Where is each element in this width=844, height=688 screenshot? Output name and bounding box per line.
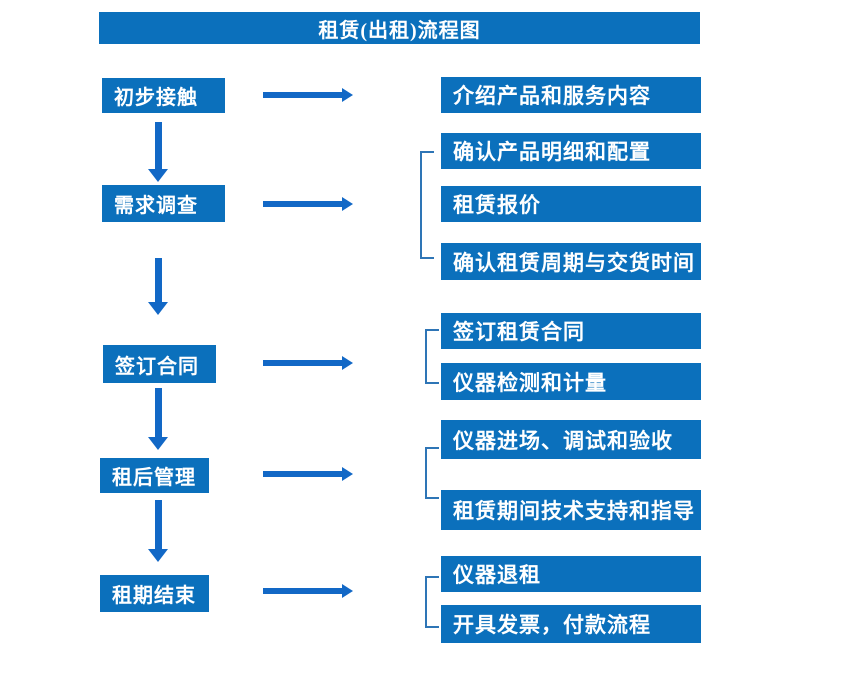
arrow-head	[342, 467, 353, 481]
arrow-head	[148, 437, 168, 450]
step-box-sign-contract: 签订合同	[103, 345, 216, 383]
detail-label: 租赁报价	[453, 193, 541, 217]
right-arrow-icon	[263, 88, 353, 102]
group-bracket	[425, 447, 439, 499]
detail-box-instrument-return: 仪器退租	[441, 556, 701, 592]
arrow-shaft	[263, 588, 342, 594]
detail-label: 租赁期间技术支持和指导	[453, 499, 695, 523]
detail-label: 签订租赁合同	[453, 320, 585, 344]
flowchart-title: 租赁(出租)流程图	[318, 19, 481, 42]
step-label: 需求调查	[114, 195, 198, 217]
right-arrow-icon	[263, 467, 353, 481]
down-arrow-icon	[148, 388, 168, 450]
step-label: 租期结束	[112, 585, 196, 607]
arrow-head	[342, 356, 353, 370]
arrow-head	[148, 549, 168, 562]
arrow-head	[342, 197, 353, 211]
step-box-lease-end: 租期结束	[100, 575, 209, 612]
down-arrow-icon	[148, 258, 168, 315]
arrow-head	[148, 169, 168, 182]
flowchart-title-banner: 租赁(出租)流程图	[99, 12, 700, 44]
detail-box-introduce-products: 介绍产品和服务内容	[441, 77, 701, 113]
step-label: 初步接触	[114, 87, 198, 109]
detail-label: 确认产品明细和配置	[453, 140, 651, 164]
arrow-shaft	[154, 258, 162, 302]
arrow-head	[342, 88, 353, 102]
detail-label: 仪器进场、调试和验收	[453, 428, 673, 453]
group-bracket	[425, 329, 439, 384]
step-label: 租后管理	[112, 467, 196, 489]
group-bracket	[420, 151, 434, 259]
detail-label: 仪器检测和计量	[453, 370, 607, 395]
detail-box-instrument-testing: 仪器检测和计量	[441, 363, 701, 400]
detail-box-confirm-product-details: 确认产品明细和配置	[441, 133, 701, 169]
detail-label: 确认租赁周期与交货时间	[453, 250, 695, 275]
right-arrow-icon	[263, 356, 353, 370]
step-label: 签订合同	[115, 355, 199, 378]
detail-box-invoice-payment: 开具发票，付款流程	[441, 605, 701, 643]
group-bracket	[425, 576, 439, 628]
detail-label: 仪器退租	[453, 563, 541, 587]
right-arrow-icon	[263, 197, 353, 211]
detail-box-confirm-rental-period: 确认租赁周期与交货时间	[441, 243, 701, 280]
detail-label: 介绍产品和服务内容	[453, 84, 651, 108]
arrow-shaft	[154, 122, 162, 169]
right-arrow-icon	[263, 584, 353, 598]
arrow-shaft	[263, 201, 342, 207]
step-box-post-rental-management: 租后管理	[100, 458, 209, 493]
step-box-initial-contact: 初步接触	[102, 78, 225, 113]
arrow-shaft	[154, 500, 162, 549]
detail-label: 开具发票，付款流程	[453, 613, 651, 637]
detail-box-rental-quote: 租赁报价	[441, 186, 701, 222]
detail-box-sign-rental-contract: 签订租赁合同	[441, 313, 701, 349]
arrow-shaft	[263, 92, 342, 98]
down-arrow-icon	[148, 122, 168, 182]
arrow-head	[342, 584, 353, 598]
down-arrow-icon	[148, 500, 168, 562]
detail-box-technical-support: 租赁期间技术支持和指导	[441, 490, 701, 530]
detail-box-instrument-setup-acceptance: 仪器进场、调试和验收	[441, 420, 701, 459]
arrow-shaft	[263, 360, 342, 366]
step-box-demand-survey: 需求调查	[102, 185, 225, 222]
arrow-shaft	[263, 471, 342, 477]
arrow-head	[148, 302, 168, 315]
arrow-shaft	[154, 388, 162, 437]
